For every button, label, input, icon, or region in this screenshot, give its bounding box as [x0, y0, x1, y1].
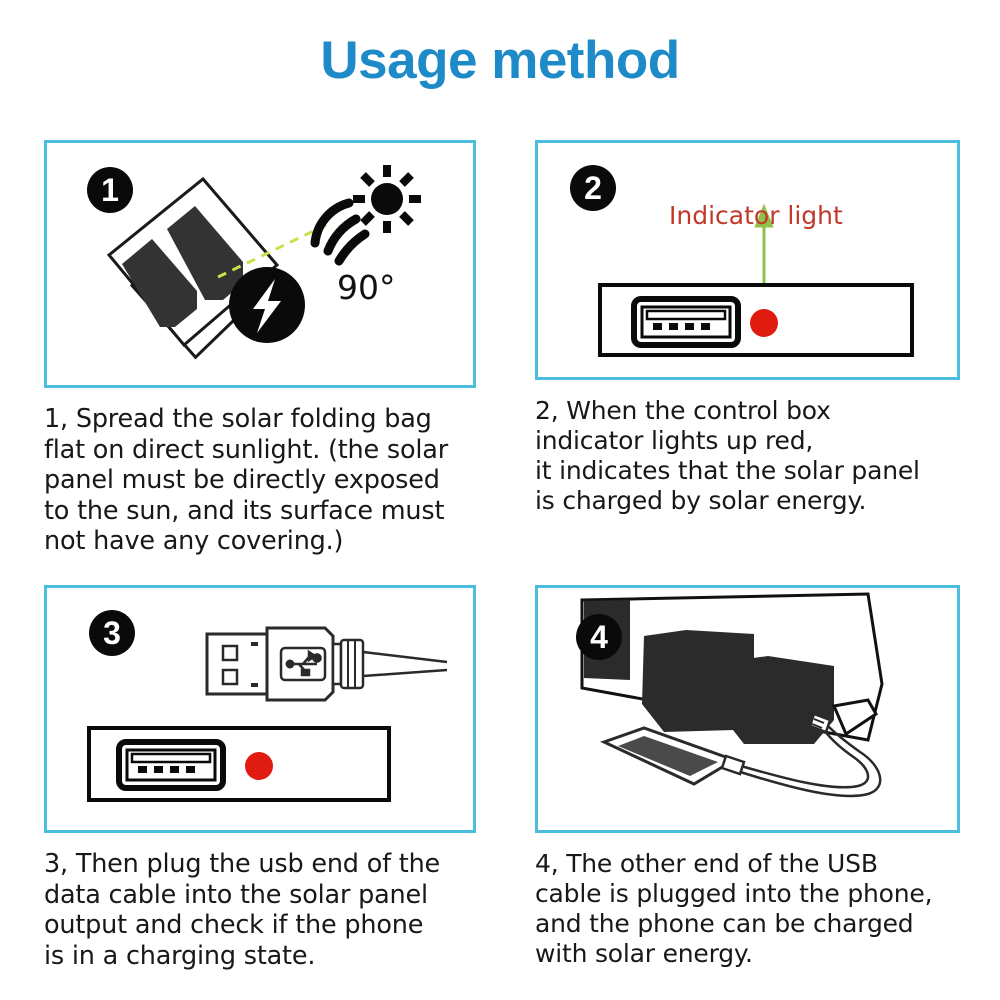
sun-icon: [353, 165, 421, 233]
usb-a-plug-icon: [205, 626, 448, 702]
step-1-badge: 1: [87, 167, 133, 213]
usb-a-port-icon: [631, 296, 741, 348]
step-2: 2 Indicator light 2, When the control bo…: [535, 140, 987, 516]
indicator-light-label: Indicator light: [669, 201, 843, 230]
solar-panel-unfolded: [580, 592, 884, 744]
step-4-badge: 4: [576, 614, 622, 660]
dashed-ray-line: [217, 223, 327, 279]
step-4: 4 4, The other end of the USB cable is p…: [535, 585, 987, 969]
step-1-caption: 1, Spread the solar folding bag flat on …: [44, 404, 448, 557]
solar-panel-icon: [106, 176, 280, 360]
output-pocket: [831, 698, 878, 737]
step-4-caption: 4, The other end of the USB cable is plu…: [535, 849, 933, 968]
step-2-caption: 2, When the control box indicator lights…: [535, 396, 920, 515]
page-title: Usage method: [320, 31, 680, 90]
step-2-illustration: [598, 203, 914, 357]
radiation-wave-icon: [310, 198, 370, 266]
solar-cell: [122, 239, 197, 327]
solar-cell: [722, 656, 834, 744]
step-1-illustration: [106, 165, 421, 360]
step-2-figure: 2 Indicator light: [535, 140, 960, 380]
steps-grid: 1 90° 1, Spread the solar folding bag fl…: [0, 140, 1000, 1000]
step-3-badge: 3: [89, 610, 135, 656]
lightning-bolt-icon: [229, 267, 305, 343]
angle-label: 90°: [337, 268, 396, 307]
cable: [362, 650, 448, 678]
solar-cell: [167, 206, 243, 300]
smartphone-icon: [600, 726, 738, 786]
red-led-indicator: [245, 752, 273, 780]
step-3: 3 3, Then plug the usb end of the data c…: [44, 585, 496, 971]
step-3-caption: 3, Then plug the usb end of the data cab…: [44, 849, 441, 971]
red-led-indicator: [750, 309, 778, 337]
step-3-figure: 3: [44, 585, 476, 833]
step-3-illustration: [87, 626, 448, 802]
usb-a-port-icon: [116, 739, 226, 791]
step-1: 1 90° 1, Spread the solar folding bag fl…: [44, 140, 496, 557]
step-1-figure: 1 90°: [44, 140, 476, 388]
usb-trident-logo: [285, 649, 322, 677]
step-4-figure: 4: [535, 585, 960, 833]
step-4-illustration: [580, 592, 884, 798]
step-2-badge: 2: [570, 165, 616, 211]
charging-cable: [720, 712, 882, 798]
